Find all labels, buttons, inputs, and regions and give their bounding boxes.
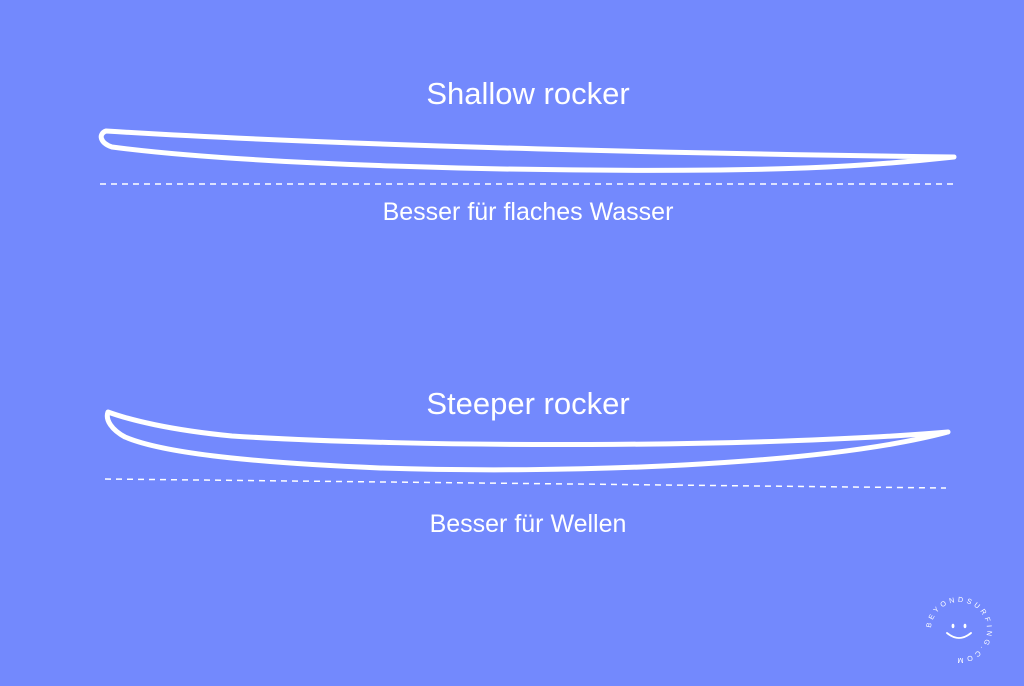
steeper-rocker-caption: Besser für Wellen	[429, 510, 627, 538]
steeper-rocker-title: Steeper rocker	[426, 386, 630, 421]
steeper-rocker-board	[104, 409, 951, 473]
smiley-icon	[946, 623, 972, 639]
beyondsurfing-logo: BEYONDSURFING.COM	[924, 595, 994, 665]
shallow-rocker-board	[98, 128, 957, 173]
shallow-rocker-title: Shallow rocker	[426, 76, 630, 111]
steeper-rocker-baseline	[104, 478, 947, 489]
shallow-rocker-caption: Besser für flaches Wasser	[382, 198, 674, 226]
logo-text: BEYONDSURFING.COM	[924, 595, 994, 665]
